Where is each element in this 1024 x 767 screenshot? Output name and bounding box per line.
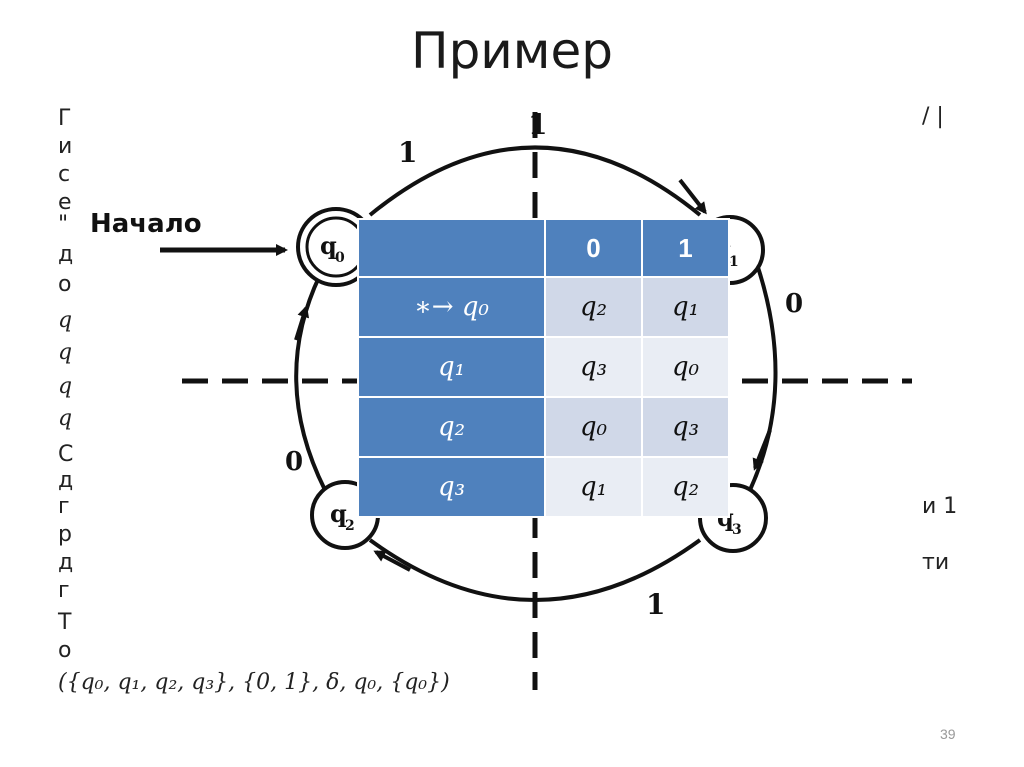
bg-fragment: С (58, 442, 74, 467)
bg-fragment: ти (922, 550, 950, 575)
slide-title: Пример (410, 22, 614, 80)
bg-fragment: " (58, 212, 69, 237)
bg-fragment: q (58, 374, 73, 399)
state-q0-label: q (320, 231, 337, 260)
edge-label-q2-q0: 0 (285, 447, 303, 477)
table-cell: q₀ (544, 396, 643, 458)
page-number: 39 (940, 726, 956, 742)
table-state-cell: q₂ (357, 396, 546, 458)
bg-fragment: Г (58, 106, 72, 131)
edge-q2-q0 (294, 274, 327, 491)
table-cell: q₁ (544, 456, 643, 518)
table-row: q₁ q₃ q₀ (357, 336, 730, 398)
state-q1-sub: 1 (729, 254, 739, 270)
bg-fragment: о (58, 272, 72, 297)
table-state-cell: q₃ (357, 456, 546, 518)
table-cell: q₂ (641, 456, 730, 518)
table-header-row: 0 1 (357, 218, 730, 278)
table-state-cell: q₁ (357, 336, 546, 398)
edge-label-q3-q2: 1 (646, 588, 665, 621)
table-cell: q₃ (641, 396, 730, 458)
edge-label-q1-q3: 0 (785, 289, 803, 319)
bg-fragment: г (58, 578, 70, 603)
edge-q0-q1 (368, 145, 702, 217)
table-cell: q₁ (641, 276, 730, 338)
bg-bottom-line: ({q₀, q₁, q₂, q₃}, {0, 1}, δ, q₀, {q₀}) (58, 670, 450, 695)
transition-table: 0 1 ∗→ q₀ q₂ q₁ q₁ q₃ q₀ q₂ q₀ q₃ q₃ q₁ … (357, 218, 730, 518)
state-q2-label: q (330, 499, 347, 528)
state-q3-sub: 3 (732, 522, 742, 538)
edge-label-q0-q1: 1 (398, 136, 417, 169)
table-state-cell: ∗→ q₀ (357, 276, 546, 338)
bg-fragment: q (58, 340, 73, 365)
bg-fragment: д (58, 550, 74, 575)
state-q0-sub: 0 (335, 250, 345, 266)
edge-q2-q0-arrow (294, 305, 310, 341)
bg-fragment: с (58, 162, 71, 187)
table-header-cell (357, 218, 546, 278)
state-q2-sub: 2 (345, 518, 355, 534)
edge-q3-q2 (368, 538, 702, 602)
start-label: Начало (90, 209, 202, 239)
bg-fragment: д (58, 468, 74, 493)
edge-label-top-center: 1 (528, 108, 547, 141)
bg-fragment: и (58, 134, 73, 159)
table-row: q₂ q₀ q₃ (357, 396, 730, 458)
table-header-cell: 1 (641, 218, 730, 278)
table-row: q₃ q₁ q₂ (357, 456, 730, 518)
bg-fragment: q (58, 308, 73, 333)
bg-fragment: о (58, 638, 72, 663)
table-row: ∗→ q₀ q₂ q₁ (357, 276, 730, 338)
table-cell: q₀ (641, 336, 730, 398)
edge-q3-q2-arrow (373, 550, 411, 572)
state-q0: q 0 (296, 207, 376, 287)
table-header-cell: 0 (544, 218, 643, 278)
bg-fragment: р (58, 522, 72, 547)
bg-fragment: е (58, 190, 72, 215)
bg-fragment: д (58, 242, 74, 267)
table-cell: q₃ (544, 336, 643, 398)
bg-fragment: г (58, 494, 70, 519)
bg-fragment: Т (58, 610, 72, 635)
bg-fragment: / | (922, 104, 944, 129)
bg-fragment: и 1 (922, 494, 958, 519)
edge-q1-q3 (748, 249, 778, 491)
edge-q1-q3-arrow (752, 429, 772, 471)
table-cell: q₂ (544, 276, 643, 338)
bg-fragment: q (58, 406, 73, 431)
edge-q0-q1-arrow (678, 178, 707, 215)
